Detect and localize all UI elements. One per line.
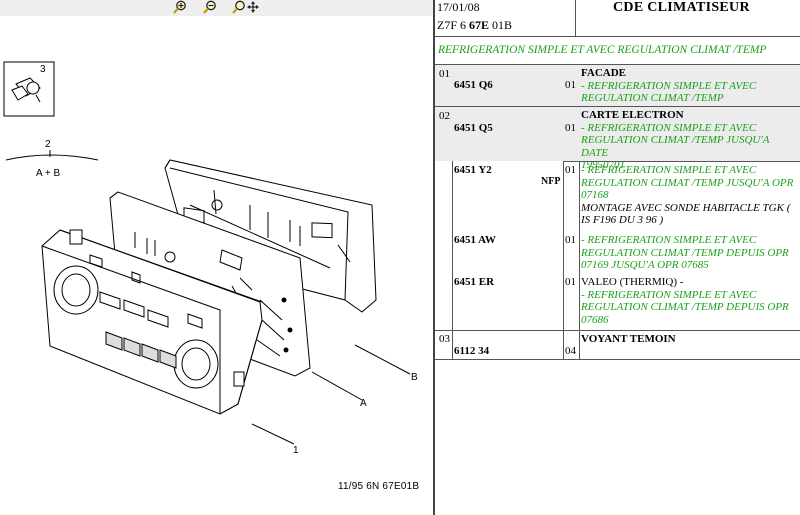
leader-line-b [354,344,411,375]
drawing-reference: 11/95 6N 67E01B [338,481,420,492]
table-row[interactable]: 03 6112 34 04 VOYANT TEMOIN [435,331,800,359]
quantity: 04 [565,345,576,357]
part-description: VOYANT TEMOIN [581,333,676,345]
callout-a: A [360,398,367,409]
parts-table-pane: 17/01/08 Z7F 6 67E 01B CDE CLIMATISEUR R… [435,0,800,515]
leader-line-1 [251,423,295,445]
quantity: 01 [565,234,576,246]
front-facade-drawing [41,229,263,415]
zoom-in-icon[interactable] [172,0,190,14]
part-description: VALEO (THERMIQ) - - REFRIGERATION SIMPLE… [581,276,789,326]
page-title: CDE CLIMATISEUR [613,0,750,15]
group-number: 03 [439,333,450,345]
applicability-filter: REFRIGERATION SIMPLE ET AVEC REGULATION … [438,44,767,56]
quantity: 01 [565,164,576,176]
table-row[interactable]: 01 6451 Q6 01 FACADE - REFRIGERATION SIM… [435,65,800,106]
exploded-parts-diagram: 3 2 A + B 1 A B [3,61,418,456]
quantity: 01 [565,276,576,288]
part-description: - REFRIGERATION SIMPLE ET AVEC REGULATIO… [581,164,794,226]
part-reference[interactable]: 6112 34 [454,345,490,357]
part-reference[interactable]: 6451 AW [454,234,496,246]
part-reference[interactable]: 6451 Y2 [454,164,492,176]
part-description: FACADE - REFRIGERATION SIMPLE ET AVEC RE… [581,67,757,104]
part-reference[interactable]: 6451 Q5 [454,122,493,134]
table-row[interactable]: 6451 ER 01 VALEO (THERMIQ) - - REFRIGERA… [435,274,800,330]
quantity: 01 [565,79,576,91]
table-row[interactable]: 6451 Y2 NFP 01 - REFRIGERATION SIMPLE ET… [435,162,800,230]
callout-1: 1 [293,445,299,456]
part-reference[interactable]: 6451 ER [454,276,495,288]
table-row[interactable]: 02 6451 Q5 01 CARTE ELECTRON - REFRIGERA… [435,107,800,171]
callout-3: 3 [40,64,46,75]
table-row[interactable]: 6451 AW 01 - REFRIGERATION SIMPLE ET AVE… [435,232,800,274]
bulb-part-icon [3,61,55,117]
zoom-pan-icon[interactable] [231,0,261,14]
callout-b: B [411,372,418,383]
callout-2: 2 [45,139,51,150]
pane-divider[interactable] [433,0,435,515]
zoom-out-icon[interactable] [202,0,220,14]
assembly-bracket-symbol [5,150,99,161]
diagram-pane: 3 2 A + B 1 A B 11/95 6N 67E01B [0,0,433,492]
nfp-badge: NFP [541,176,561,187]
part-description: CARTE ELECTRON - REFRIGERATION SIMPLE ET… [581,109,770,171]
callout-a-plus-b: A + B [36,168,61,179]
group-number: 02 [439,110,450,122]
part-description: - REFRIGERATION SIMPLE ET AVEC REGULATIO… [581,234,789,271]
group-number: 01 [439,68,450,80]
zoom-toolbar [0,0,433,16]
catalog-date: 17/01/08 [437,0,480,14]
catalog-reference: Z7F 6 67E 01B [437,18,513,32]
leader-line-a [311,371,363,401]
part-reference[interactable]: 6451 Q6 [454,79,493,91]
quantity: 01 [565,122,576,134]
